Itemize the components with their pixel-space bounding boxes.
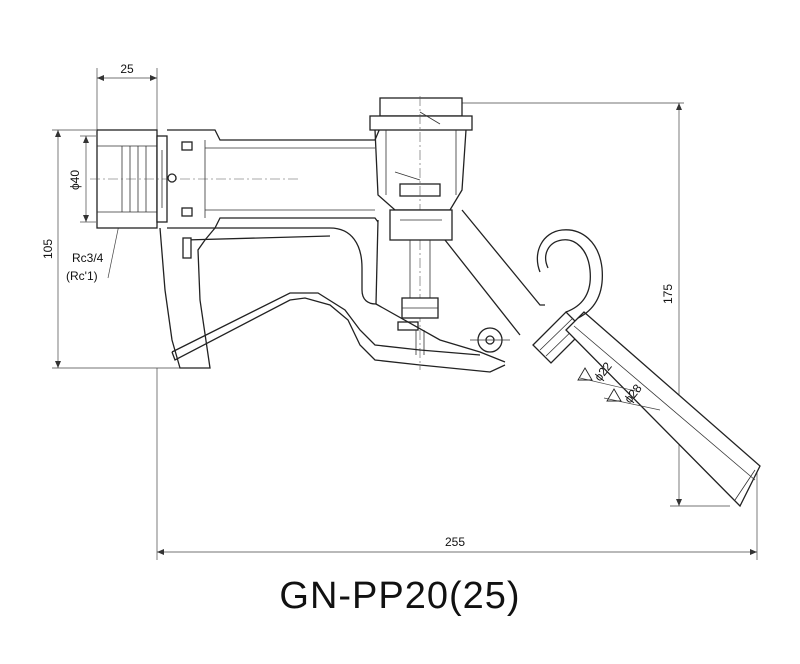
- dimension-inlet-length: 25: [96, 62, 158, 130]
- dimension-height-left: 105: [41, 129, 180, 369]
- dimension-total-length: 255: [156, 368, 758, 560]
- lower-guard: [375, 303, 510, 363]
- tolerance-triangle-icon: [577, 367, 593, 381]
- valve-body: [369, 96, 473, 370]
- spout: [444, 209, 761, 508]
- thread-alt-label: (Rc'1): [66, 269, 98, 283]
- thread-main-label: Rc3/4: [72, 251, 104, 265]
- dim-label-phi40: ϕ40: [68, 170, 82, 190]
- dim-label-255: 255: [445, 535, 465, 549]
- dim-label-25: 25: [120, 62, 134, 76]
- dim-label-175: 175: [661, 284, 675, 304]
- model-title: GN-PP20(25): [279, 575, 521, 617]
- trigger-lever: [171, 292, 506, 373]
- dim-label-105: 105: [41, 239, 55, 259]
- dimension-inlet-diameter: ϕ40: [68, 135, 96, 223]
- pin-icon: [167, 173, 177, 183]
- grip-body: [159, 219, 379, 369]
- body-bore: [161, 127, 381, 229]
- hang-hook: [536, 229, 604, 319]
- spout-tube: [565, 311, 761, 508]
- tolerance-triangle-icon: [606, 388, 622, 402]
